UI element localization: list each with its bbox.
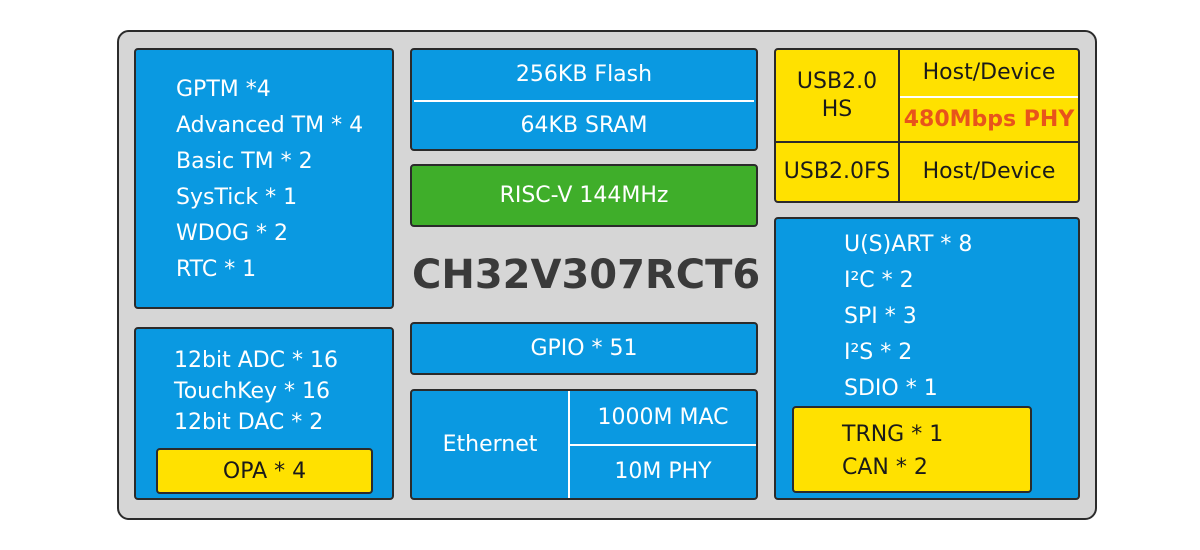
timer-item: SysTick * 1 <box>176 185 298 210</box>
usb-hs-phy: 480Mbps PHY <box>903 106 1075 132</box>
security-item: CAN * 2 <box>842 455 928 480</box>
usb-hs-label-line2: HS <box>821 96 853 122</box>
analog-item: 12bit ADC * 16 <box>174 348 339 373</box>
usb-fs-mode: Host/Device <box>922 159 1056 184</box>
sram-label: 64KB SRAM <box>520 112 648 138</box>
cpu-block: RISC-V 144MHz <box>410 164 758 227</box>
ethernet-hdivider <box>570 444 756 446</box>
ethernet-vdivider <box>568 391 570 498</box>
usb-hs-mode: Host/Device <box>922 60 1056 85</box>
flash-label: 256KB Flash <box>515 62 653 87</box>
usb-hs-label-line1: USB2.0 <box>796 68 878 94</box>
usb-hdivider <box>776 141 1078 143</box>
timers-list: GPTM *4 Advanced TM * 4 Basic TM * 2 Sys… <box>176 72 363 288</box>
comm-item: SPI * 3 <box>844 304 917 329</box>
memory-divider <box>414 100 754 102</box>
memory-block: 256KB Flash 64KB SRAM <box>410 48 758 151</box>
timer-item: RTC * 1 <box>176 257 257 282</box>
ethernet-phy: 10M PHY <box>614 459 712 484</box>
timers-block: GPTM *4 Advanced TM * 4 Basic TM * 2 Sys… <box>134 48 394 309</box>
security-block: TRNG * 1 CAN * 2 <box>792 406 1032 493</box>
timer-item: WDOG * 2 <box>176 221 289 246</box>
ethernet-mac: 1000M MAC <box>597 404 729 430</box>
timer-item: Advanced TM * 4 <box>176 113 364 138</box>
gpio-block: GPIO * 51 <box>410 322 758 375</box>
ethernet-block: Ethernet 1000M MAC 10M PHY <box>410 389 758 500</box>
comm-item: SDIO * 1 <box>844 376 938 401</box>
analog-item: TouchKey * 16 <box>174 379 331 404</box>
ethernet-label: Ethernet <box>442 431 538 457</box>
usb-hs-inner-divider <box>900 96 1078 98</box>
comm-item: U(S)ART * 8 <box>844 232 973 257</box>
timer-item: Basic TM * 2 <box>176 149 313 174</box>
comm-item: I²C * 2 <box>844 268 914 293</box>
security-item: TRNG * 1 <box>842 422 944 447</box>
cpu-label: RISC-V 144MHz <box>499 183 669 208</box>
chip-name: CH32V307RCT6 <box>412 252 761 298</box>
gpio-label: GPIO * 51 <box>530 336 638 361</box>
opa-block: OPA * 4 <box>156 448 373 494</box>
comm-item: I²S * 2 <box>844 340 913 365</box>
usb-fs-label: USB2.0FS <box>783 159 891 184</box>
usb-vdivider <box>898 50 900 201</box>
analog-item: 12bit DAC * 2 <box>174 410 324 435</box>
comm-list: U(S)ART * 8 I²C * 2 SPI * 3 I²S * 2 SDIO… <box>844 227 972 407</box>
timer-item: GPTM *4 <box>176 77 271 102</box>
usb-block: USB2.0 HS Host/Device 480Mbps PHY USB2.0… <box>774 48 1080 203</box>
analog-list: 12bit ADC * 16 TouchKey * 16 12bit DAC *… <box>174 345 338 438</box>
opa-label: OPA * 4 <box>222 458 307 484</box>
